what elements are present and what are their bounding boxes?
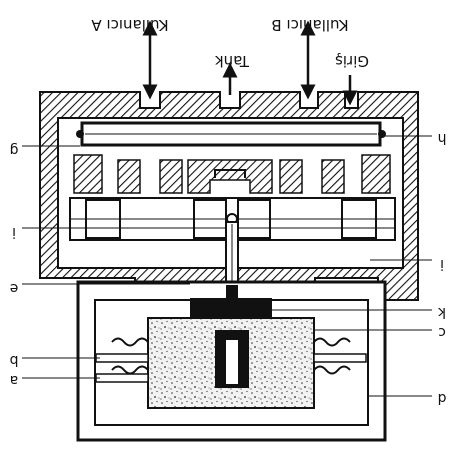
- torque-motor-cap: [187, 159, 273, 194]
- valve-body: [39, 91, 419, 301]
- partition-6: [361, 154, 391, 194]
- coil-right-2: [313, 365, 351, 375]
- partition-2: [117, 159, 141, 194]
- coil-core-slot: [226, 340, 238, 384]
- user-b-label: Kullanıcı B: [271, 16, 348, 34]
- partition-1: [73, 154, 103, 194]
- callout-a: a: [10, 372, 19, 388]
- leader-lines: [22, 135, 432, 397]
- port-arrows: [142, 20, 358, 106]
- pin-b: [95, 353, 149, 363]
- callout-letters: g i e b a h i k c d: [9, 130, 446, 406]
- callout-d: d: [438, 390, 447, 406]
- callout-c: c: [438, 324, 446, 340]
- partition-4: [279, 159, 303, 194]
- callout-b: b: [9, 352, 18, 368]
- cap-hook: [214, 169, 246, 178]
- coil-right: [313, 337, 351, 347]
- port-labels: Kullanıcı A Kullanıcı B Tank Giriş: [91, 16, 369, 70]
- pin-right: [313, 353, 367, 363]
- callout-h: h: [438, 130, 447, 146]
- tank-label: Tank: [215, 52, 250, 70]
- callout-k: k: [437, 304, 446, 320]
- callout-e: e: [10, 280, 19, 296]
- motor-housing: [76, 280, 387, 442]
- user-a-label: Kullanıcı A: [91, 16, 169, 34]
- coil-left: [111, 337, 149, 347]
- callout-i-left: i: [12, 224, 16, 240]
- rod-end-right: [378, 130, 386, 138]
- pin-a: [95, 373, 149, 383]
- partition-5: [321, 159, 345, 194]
- partition-3: [159, 159, 183, 194]
- callout-i-right: i: [440, 256, 444, 272]
- callout-g: g: [10, 142, 19, 158]
- inlet-label: Giriş: [335, 52, 369, 70]
- rod-end-left: [76, 130, 84, 138]
